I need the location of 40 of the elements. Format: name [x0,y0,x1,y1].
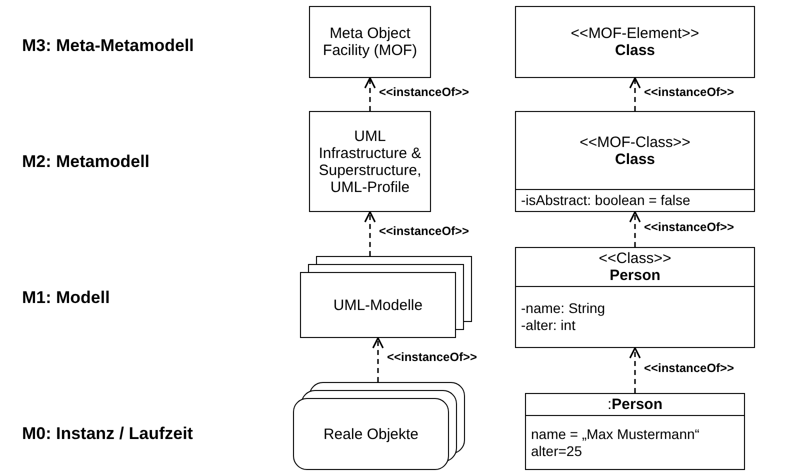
dependency-arrow [629,77,641,111]
edge-label: <<instanceOf>> [386,350,478,364]
class-name: Class [614,42,656,59]
level-label: M1: Modell [22,288,110,308]
class-name: Person [610,267,660,284]
element-title: :Person [607,396,663,413]
dependency-arrow [629,211,641,247]
dependency-arrow [629,347,641,393]
level-label: M3: Meta-Metamodell [22,36,194,56]
dependency-arrow [364,211,376,256]
dependency-arrow [372,337,384,382]
uml-element-box [515,6,755,78]
dependency-arrow [364,77,376,111]
element-title: <<MOF-Class>> [580,134,690,150]
level-label: M2: Metamodell [22,152,150,172]
attribute-text: name = „Max Mustermann“ [531,426,700,442]
level-label: M0: Instanz / Laufzeit [22,424,193,444]
document-stack [300,256,472,338]
element-title: Meta Object Facility (MOF) [322,25,418,59]
uml-element-box [309,6,431,78]
attribute-text: -name: String [521,300,606,317]
attribute-text: -alter: int [521,317,576,334]
uml-class-box [515,247,755,348]
element-title: <<Class>> [598,250,672,267]
uml-class-box [515,111,755,212]
node-text: UML-Modelle [333,296,423,314]
element-title: <<MOF-Element>> [570,25,700,42]
class-name: Class [614,150,656,168]
element-title: UML Infrastructure & Superstructure, UML-Profile [318,128,422,196]
edge-label: <<instanceOf>> [378,224,470,238]
edge-label: <<instanceOf>> [378,84,470,98]
node-text: Reale Objekte [323,426,419,442]
attribute-text: alter=25 [531,442,582,460]
edge-label: <<instanceOf>> [643,360,736,374]
edge-label: <<instanceOf>> [643,220,736,234]
rounded-object-stack [293,382,465,470]
attribute-text: -isAbstract: boolean = false [521,192,690,209]
uml-class-box [525,393,745,470]
edge-label: <<instanceOf>> [643,84,736,98]
uml-element-box [309,111,431,212]
